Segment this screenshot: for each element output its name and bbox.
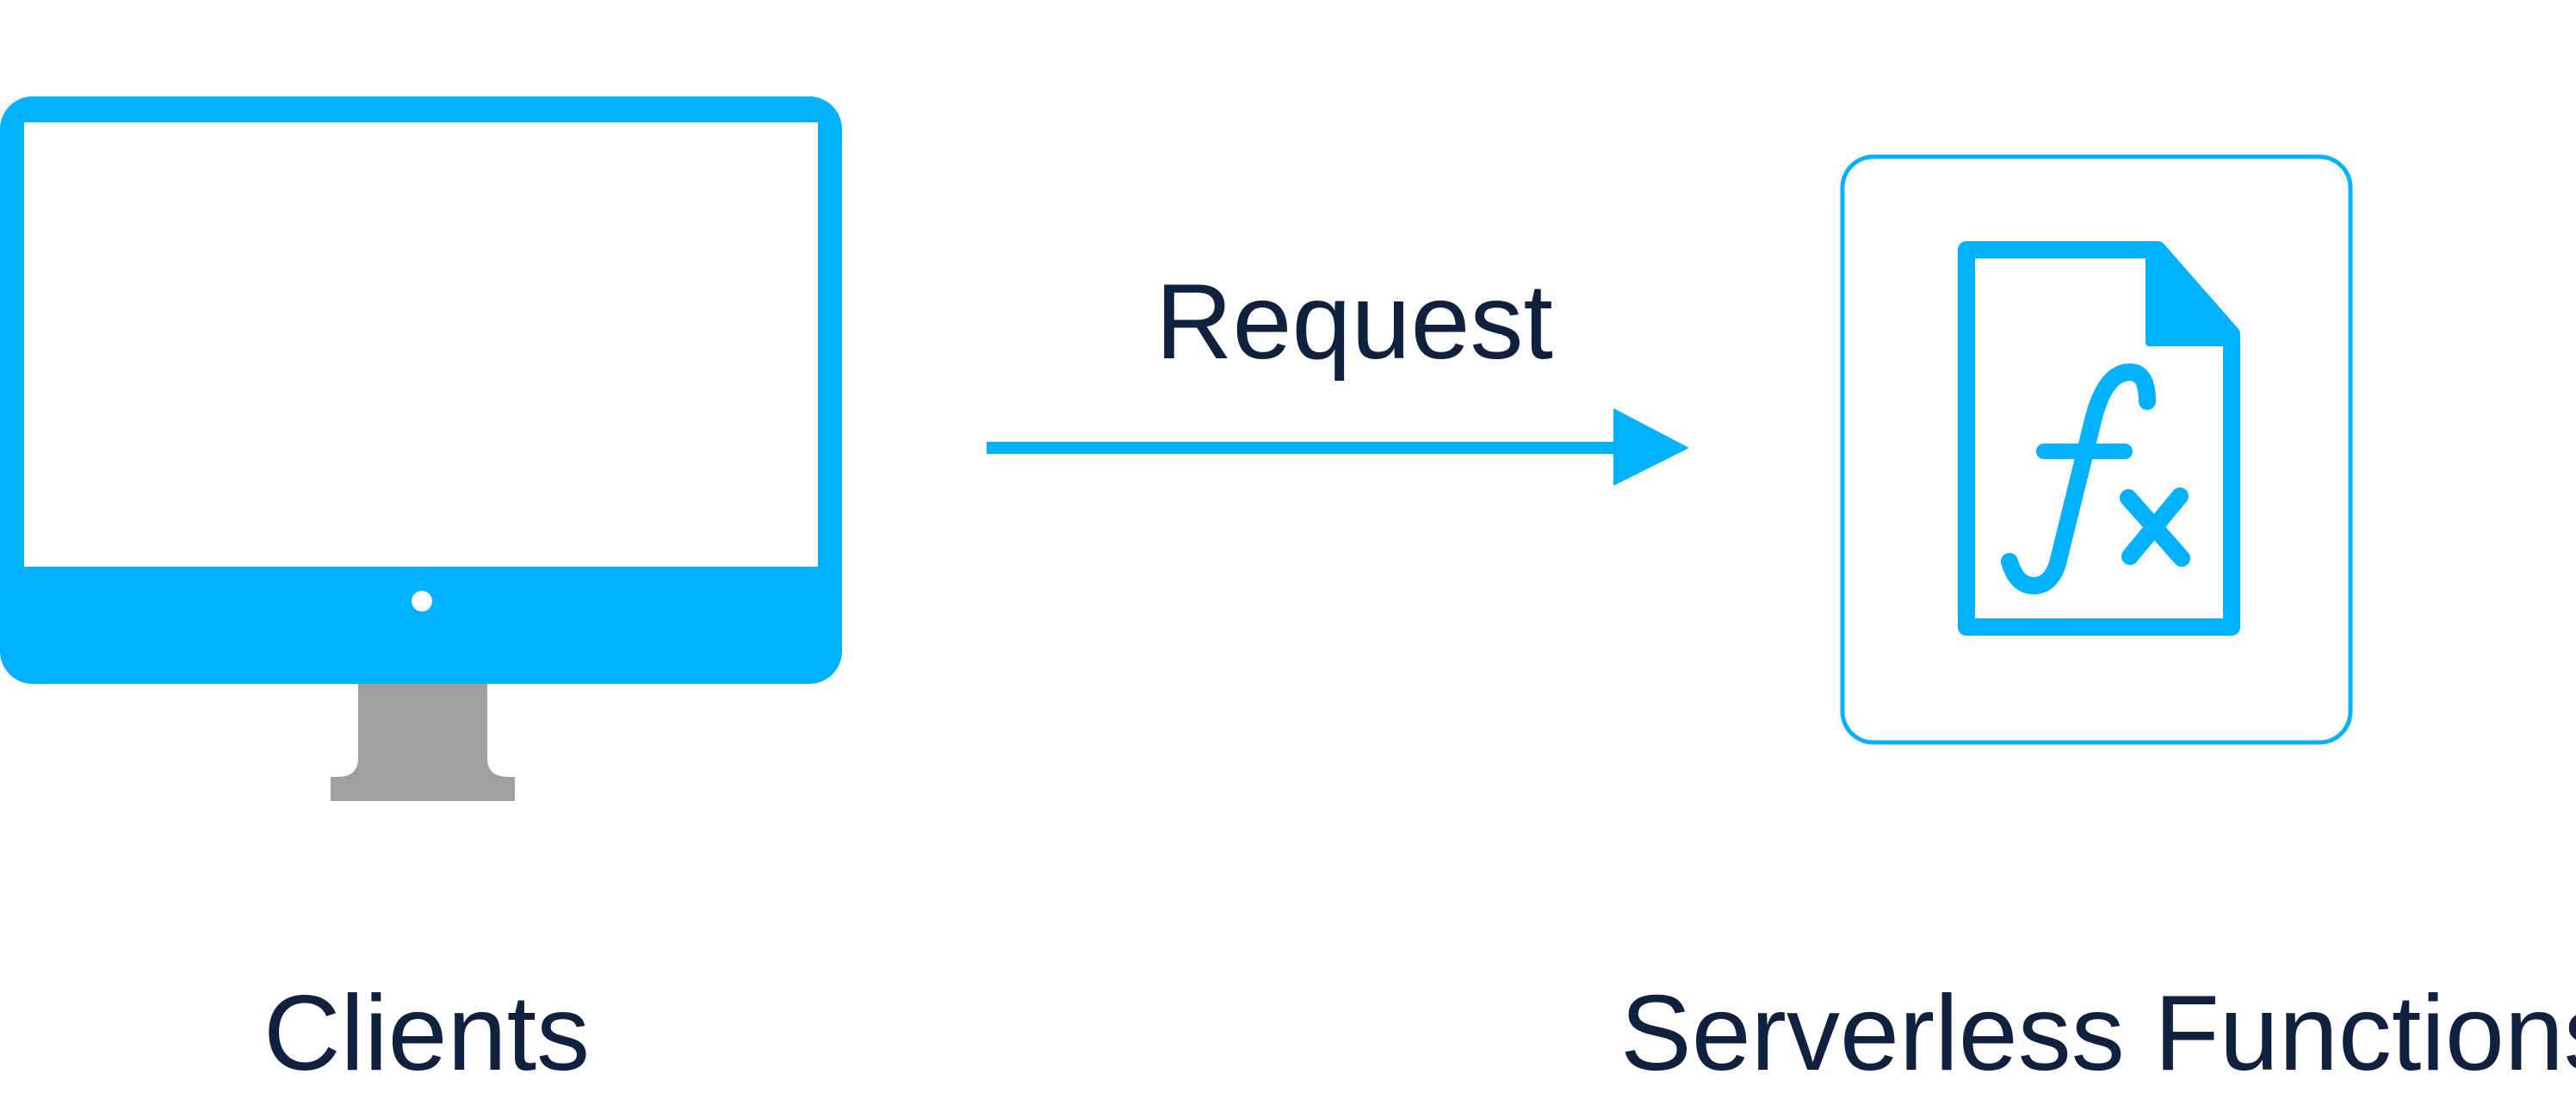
function-container <box>1840 154 2353 745</box>
document-fold <box>2146 252 2232 346</box>
request-label: Request <box>1155 263 1553 382</box>
serverless-functions-label: Serverless Functions <box>1620 974 2576 1093</box>
right-arrow-icon <box>987 408 1689 486</box>
function-x-stroke-2 <box>2121 488 2189 565</box>
monitor-power-dot <box>412 591 432 612</box>
arrow-head <box>1613 408 1689 486</box>
monitor-stand <box>331 684 515 801</box>
monitor-screen <box>24 122 818 567</box>
function-f-glyph <box>2001 363 2156 595</box>
clients-label: Clients <box>263 974 591 1093</box>
document-outline <box>1958 241 2240 636</box>
function-document-icon <box>1958 241 2240 636</box>
desktop-monitor-icon <box>0 96 842 801</box>
arrow-shaft <box>987 442 1624 454</box>
